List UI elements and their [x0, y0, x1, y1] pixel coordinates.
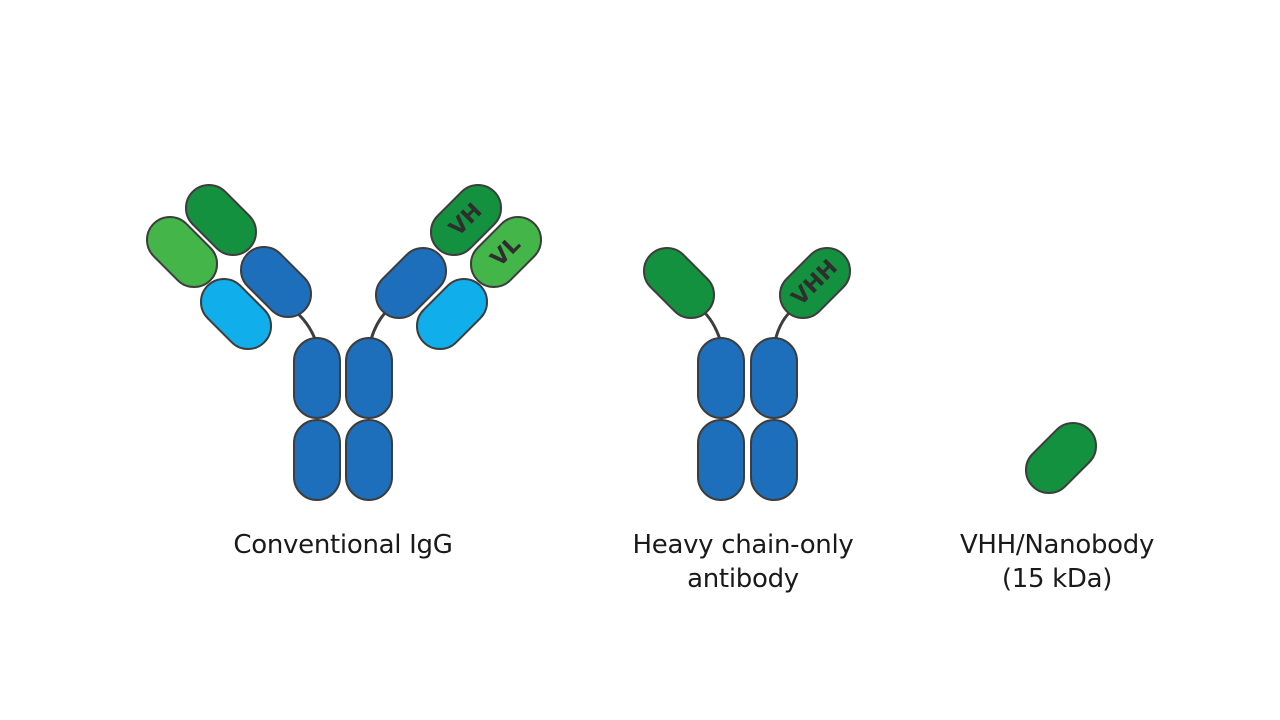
hcab-caption: Heavy chain-only antibody	[618, 528, 868, 596]
igg-right-light-constant	[415, 277, 489, 351]
igg-left-vh	[184, 183, 258, 257]
hcab-fc-domain-upper-left	[697, 337, 745, 419]
conventional-igg: VH VL	[145, 183, 543, 501]
igg-caption-text: Conventional IgG	[233, 530, 453, 560]
nanobody-caption-line1: VHH/Nanobody	[959, 530, 1155, 560]
igg-left-heavy-constant	[239, 245, 313, 319]
hcab-fc-domain-upper-right	[750, 337, 798, 419]
igg-caption: Conventional IgG	[218, 528, 468, 562]
hcab-fc-domain-lower-right	[750, 419, 798, 501]
hcab-fc-domain-lower-left	[697, 419, 745, 501]
igg-fc-domain-upper-right	[345, 337, 393, 419]
igg-right-vl	[469, 215, 543, 289]
vhh-nanobody	[1024, 421, 1098, 495]
heavy-chain-only-antibody: VHH	[642, 246, 852, 501]
nanobody-caption: VHH/Nanobody (15 kDa)	[932, 528, 1182, 596]
igg-fc-domain-lower-right	[345, 419, 393, 501]
igg-left-vl	[145, 215, 219, 289]
igg-right-heavy-constant	[374, 246, 448, 320]
nanobody-caption-line2: (15 kDa)	[1001, 564, 1113, 594]
igg-left-light-constant	[199, 277, 273, 351]
hcab-caption-line2: antibody	[687, 564, 799, 594]
igg-fc-domain-upper-left	[293, 337, 341, 419]
igg-fc-domain-lower-left	[293, 419, 341, 501]
hcab-caption-line1: Heavy chain-only	[632, 530, 854, 560]
igg-right-vh	[429, 183, 503, 257]
nanobody-domain	[1024, 421, 1098, 495]
hcab-vhh-left	[642, 246, 716, 320]
hcab-vhh-right	[778, 246, 852, 320]
